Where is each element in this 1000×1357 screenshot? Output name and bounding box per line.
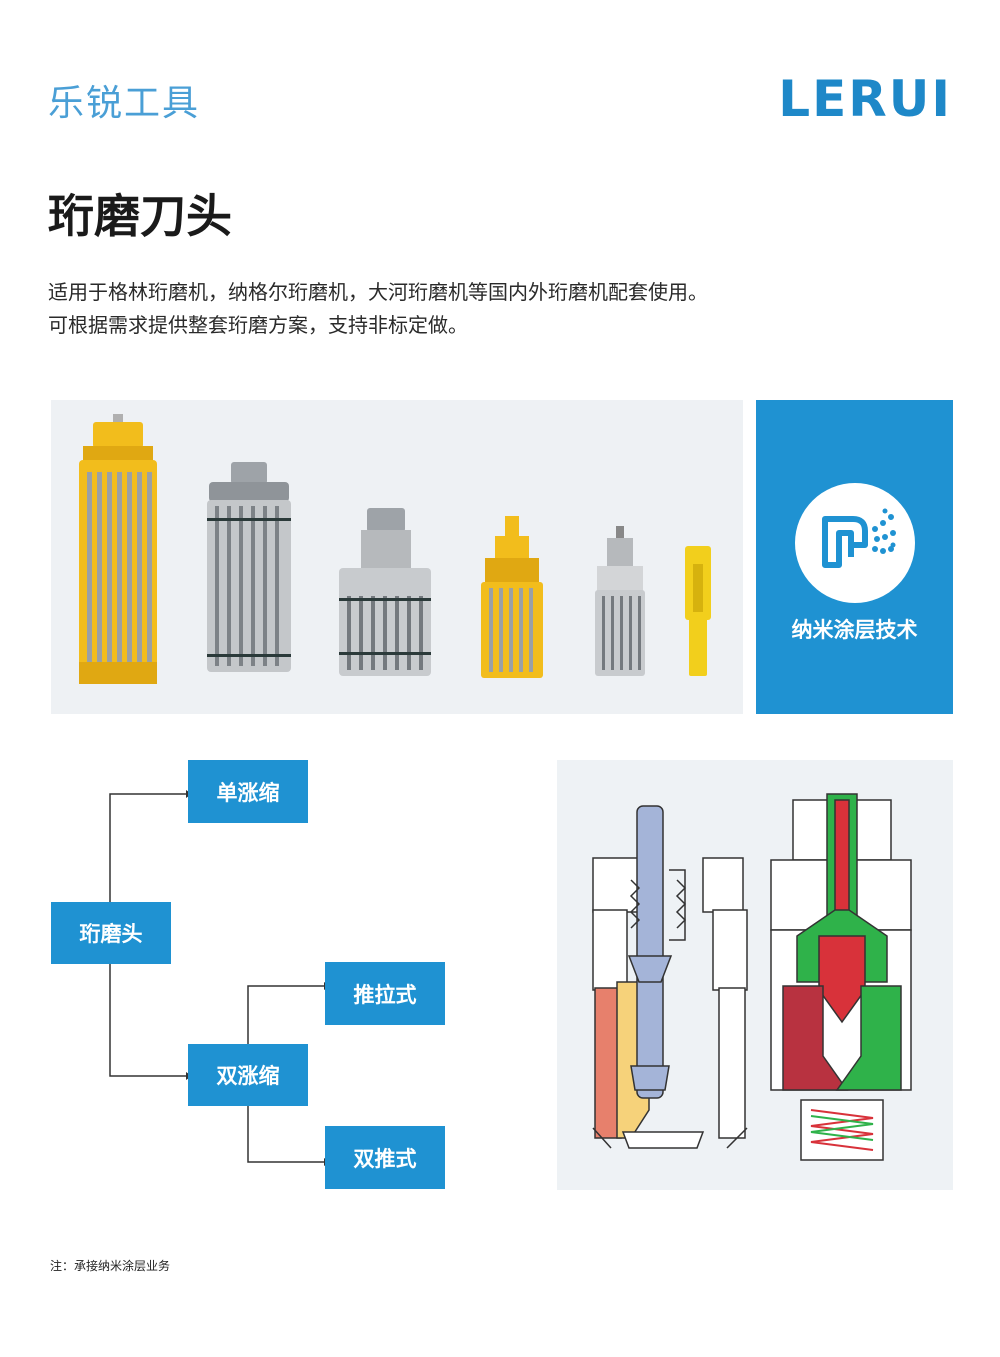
- honing-head-medium-silver: [339, 508, 431, 676]
- intro-line-2: 可根据需求提供整套珩磨方案，支持非标定做。: [48, 313, 468, 337]
- double-expansion-section: [770, 793, 912, 1161]
- nano-coating-label: 纳米涂层技术: [791, 618, 918, 642]
- tree-node-double-push: 双推式: [325, 1126, 445, 1189]
- tree-node-single: 单涨缩: [188, 760, 308, 823]
- footnote: 注：承接纳米涂层业务: [50, 1259, 171, 1273]
- honing-heads-illustration: [79, 414, 711, 684]
- product-photo-panel: [51, 400, 743, 714]
- brand-name: 乐锐工具: [48, 83, 201, 124]
- cross-section-panel: [557, 760, 953, 1190]
- intro-line-1: 适用于格林珩磨机，纳格尔珩磨机，大河珩磨机等国内外珩磨机配套使用。: [48, 280, 708, 304]
- honing-head-slim-yellow: [685, 546, 711, 676]
- cross-section-illustration: [592, 793, 912, 1161]
- brand-logo: LERUI: [778, 70, 952, 128]
- honing-head-medium-yellow: [481, 516, 543, 678]
- nozzle-spray-icon: [795, 483, 915, 603]
- tree-node-root: 珩磨头: [51, 902, 171, 964]
- honing-head-small-silver: [595, 526, 645, 676]
- page-title: 珩磨刀头: [48, 189, 232, 243]
- tree-node-double: 双涨缩: [188, 1044, 308, 1106]
- single-expansion-section: [592, 805, 748, 1149]
- intro-text: 适用于格林珩磨机，纳格尔珩磨机，大河珩磨机等国内外珩磨机配套使用。 可根据需求提…: [48, 276, 708, 342]
- honing-head-large-yellow: [79, 414, 157, 684]
- tree-node-push-pull: 推拉式: [325, 962, 445, 1025]
- tree-connectors: [109, 790, 330, 1166]
- honing-head-large-silver: [207, 462, 291, 672]
